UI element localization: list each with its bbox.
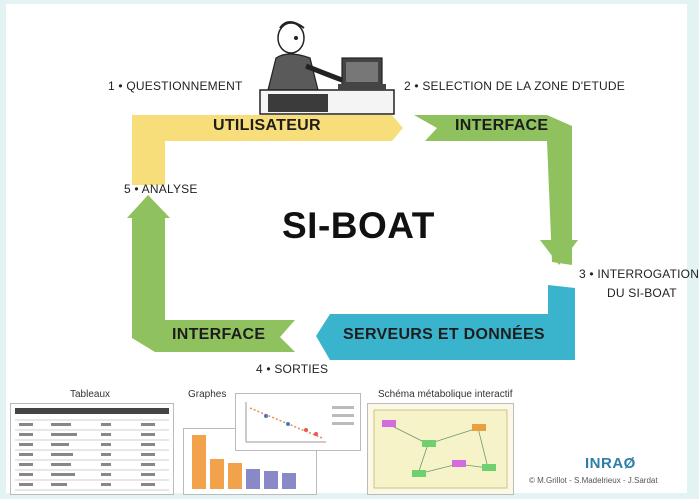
user-at-computer-illustration [259,21,395,115]
tables-label: Tableaux [70,389,111,400]
band-label-interface-top: INTERFACE [455,117,549,134]
band-utilisateur-shape [132,115,403,185]
step-interrogation-line2: DU SI-BOAT [607,286,677,300]
schema-label: Schéma métabolique interactif [378,389,513,400]
graph-bar-thumbnail-graphic [192,435,296,489]
band-interface-top-tip [540,240,578,265]
step-questionnement: 1 • QUESTIONNEMENT [108,79,243,93]
band-interface-bottom-shape [132,212,295,352]
graph-line-thumbnail [235,393,361,451]
credits: © M.Grillot - S.Madelrieux - J.Sardat [529,476,658,485]
band-serveurs-shape [316,285,575,360]
schema-thumbnail-graphic [373,409,508,489]
graph-line-thumbnail-graphic [245,402,354,443]
step-interrogation: 3 • INTERROGATION [579,267,699,281]
tables-thumbnail [10,403,174,495]
schema-thumbnail [367,403,514,495]
diagram-title: SI-BOAT [282,205,435,246]
step-selection: 2 • SELECTION DE LA ZONE D'ETUDE [404,79,625,93]
step-analyse: 5 • ANALYSE [124,182,198,196]
band-label-interface-bottom: INTERFACE [172,326,266,343]
inrae-logo: INRAØ [585,455,636,472]
step-sorties: 4 • SORTIES [256,362,329,376]
band-label-serveurs: SERVEURS ET DONNÉES [343,326,545,343]
tables-thumbnail-graphic [15,408,169,491]
band-interface-bottom-tip [127,195,170,218]
band-label-utilisateur: UTILISATEUR [213,117,321,134]
graphs-label: Graphes [188,389,227,400]
